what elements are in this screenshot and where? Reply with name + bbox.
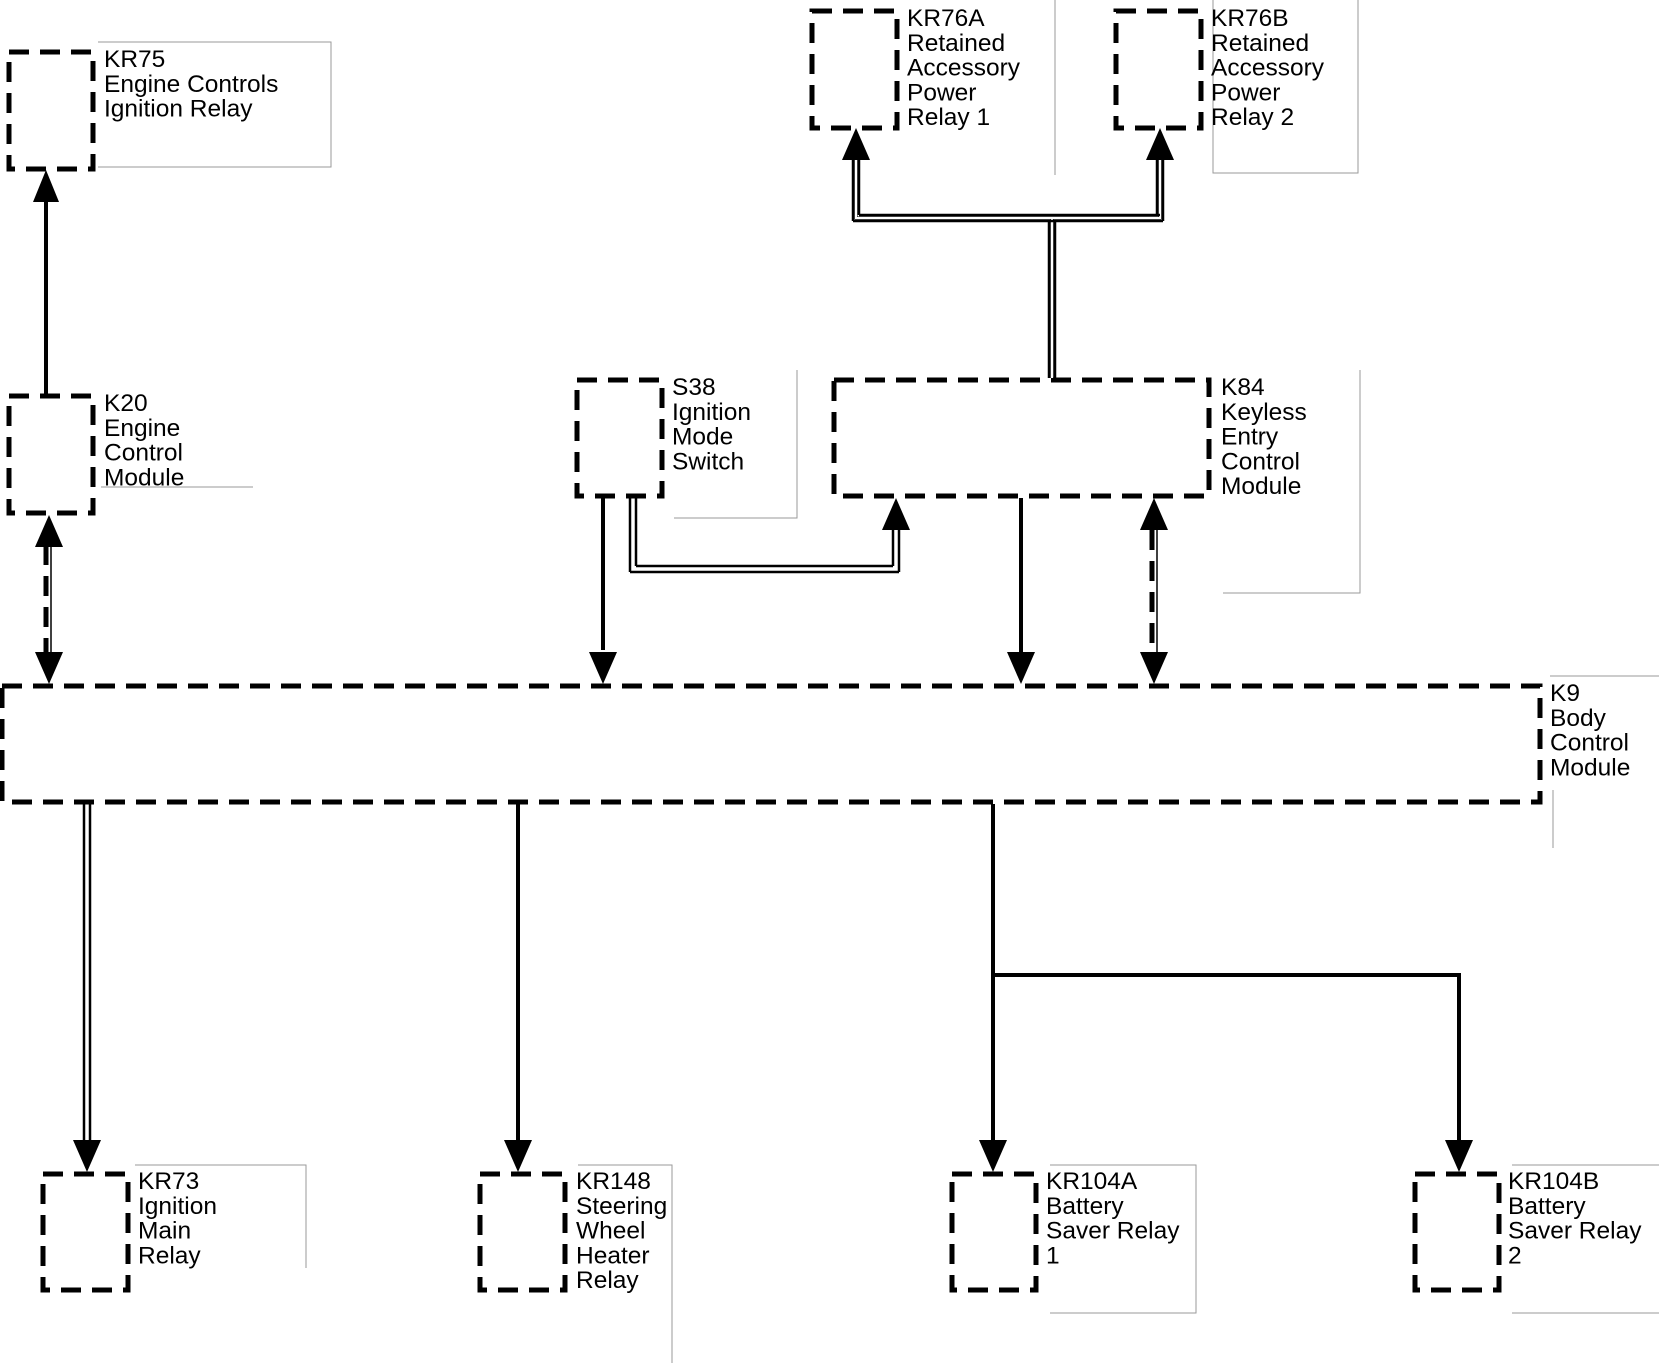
kr76a-label-line: Retained	[907, 30, 1005, 57]
k9-box	[0, 683, 1543, 805]
kr76a-label-line: Power	[907, 79, 976, 106]
kr104b-label-line: Battery	[1508, 1193, 1586, 1220]
k9-label-line: Body	[1550, 705, 1607, 732]
kr148-label-line: Wheel	[576, 1218, 645, 1245]
k84-label-line: Module	[1221, 473, 1301, 500]
kr148-label-line: KR148	[576, 1168, 651, 1195]
arrow-k20-up	[35, 515, 63, 547]
kr104a-label-line: KR104A	[1046, 1168, 1138, 1195]
kr73-box	[40, 1171, 131, 1293]
arrow-k84-serial-up	[1140, 498, 1168, 530]
k20-box	[6, 393, 96, 516]
wires	[43, 160, 1461, 1142]
arrow-s38-k9	[589, 652, 617, 684]
kr76b-label-line: Power	[1211, 79, 1280, 106]
kr73-label-line: KR73	[138, 1168, 199, 1195]
kr76a-label-line: Accessory	[907, 55, 1021, 82]
kr76a-label-line: KR76A	[907, 5, 985, 32]
arrow-kr148	[504, 1140, 532, 1172]
k20-label-line: Control	[104, 440, 183, 467]
kr76a-label-line: Relay 1	[907, 104, 990, 131]
k84-label-line: Control	[1221, 448, 1300, 475]
kr76b-label-line: KR76B	[1211, 5, 1289, 32]
kr104b-label-line: KR104B	[1508, 1168, 1599, 1195]
kr76a-box	[809, 8, 900, 131]
k9-label-line: K9	[1550, 680, 1580, 707]
kr75-label-line: Engine Controls	[104, 71, 278, 98]
arrowheads	[33, 128, 1473, 1172]
k84-label-line: Keyless	[1221, 399, 1307, 426]
wire-k9-kr73	[82, 804, 92, 1142]
kr76b-box	[1113, 8, 1204, 131]
k84-label-line: K84	[1221, 374, 1265, 401]
s38-label-line: S38	[672, 374, 716, 401]
s38-label-line: Ignition	[672, 399, 751, 426]
arrow-k84-serial-down	[1140, 652, 1168, 684]
kr75-label-line: KR75	[104, 46, 165, 73]
kr104a-label-line: Battery	[1046, 1193, 1124, 1220]
wire-k20-k9-serial	[43, 545, 52, 652]
k9-label-line: Control	[1550, 730, 1629, 757]
kr148-label-line: Heater	[576, 1242, 650, 1269]
arrow-kr104b	[1445, 1140, 1473, 1172]
k20-label-line: Engine	[104, 415, 180, 442]
kr73-label-line: Relay	[138, 1242, 201, 1269]
kr76b-label-line: Retained	[1211, 30, 1309, 57]
kr76b-label-line: Relay 2	[1211, 104, 1294, 131]
arrow-s38-k84	[882, 498, 910, 530]
kr75-box	[6, 49, 96, 172]
arrow-kr73	[73, 1140, 101, 1172]
arrow-k20-down	[35, 652, 63, 684]
kr148-box	[477, 1171, 568, 1293]
kr76b-label-line: Accessory	[1211, 55, 1325, 82]
s38-label-line: Switch	[672, 448, 744, 475]
kr104a-label-line: 1	[1046, 1242, 1060, 1269]
wire-k9-kr104	[991, 804, 1461, 1142]
kr104b-label-line: Saver Relay	[1508, 1218, 1642, 1245]
label-frames	[98, 0, 1659, 1363]
kr104a-label-line: Saver Relay	[1046, 1218, 1180, 1245]
kr73-label-line: Ignition	[138, 1193, 217, 1220]
k84-label-line: Entry	[1221, 424, 1279, 451]
arrow-k84-k9	[1007, 652, 1035, 684]
kr148-label-line: Steering	[576, 1193, 667, 1220]
wire-s38-k84	[628, 498, 901, 574]
arrow-kr76b	[1146, 128, 1174, 160]
s38-label-line: Mode	[672, 424, 733, 451]
arrow-kr104a	[979, 1140, 1007, 1172]
k84-box	[831, 377, 1212, 499]
kr148-label-line: Relay	[576, 1267, 639, 1294]
kr104b-box	[1412, 1171, 1502, 1293]
kr104b-label-line: 2	[1508, 1242, 1522, 1269]
kr75-label-line: Ignition Relay	[104, 96, 253, 123]
arrow-kr75	[33, 170, 59, 202]
wire-k84-kr76	[851, 160, 1165, 378]
k9-label-line: Module	[1550, 754, 1630, 781]
k20-label-line: Module	[104, 464, 184, 491]
arrow-kr76a	[842, 128, 870, 160]
kr73-label-line: Main	[138, 1218, 191, 1245]
k20-label-line: K20	[104, 390, 148, 417]
s38-box	[574, 377, 665, 499]
kr104a-box	[949, 1171, 1039, 1293]
wire-k84-k9-serial	[1149, 530, 1158, 652]
